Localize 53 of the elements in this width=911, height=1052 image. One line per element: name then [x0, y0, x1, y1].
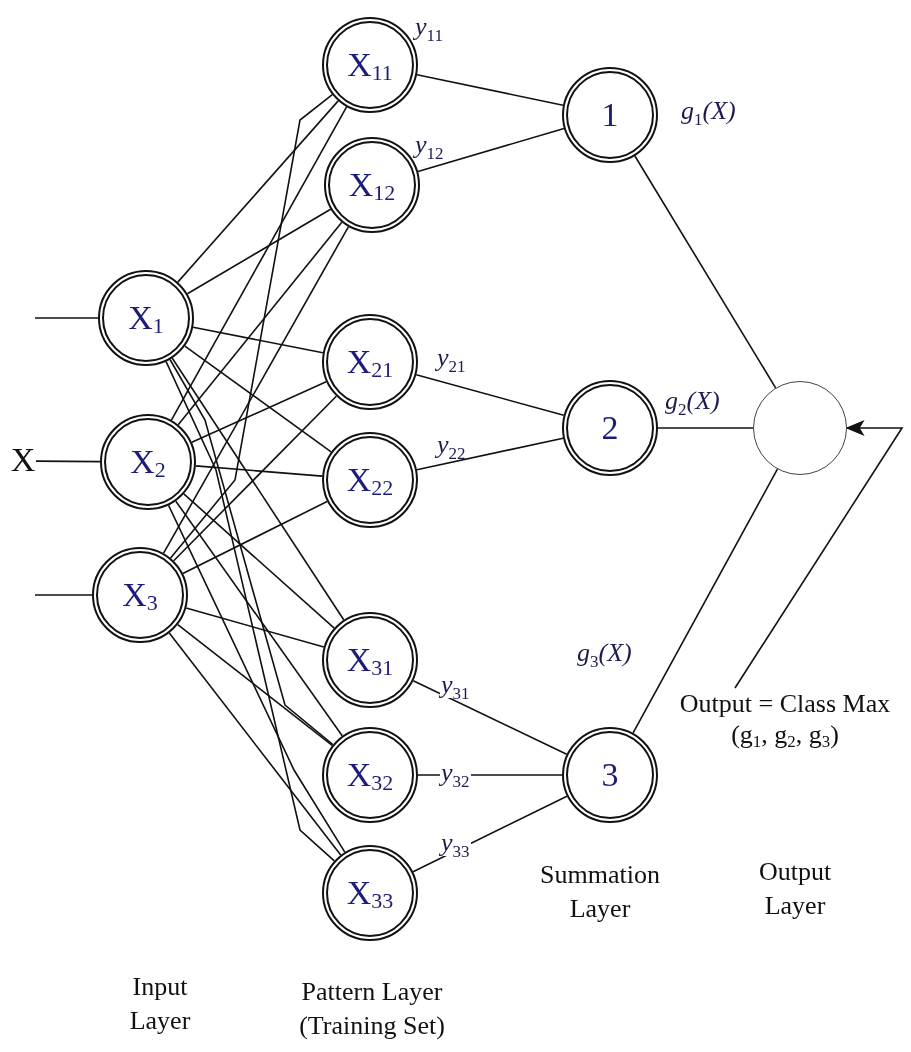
layer-caption: Input Layer	[128, 971, 192, 1037]
connection-line	[412, 679, 568, 756]
neuron-circle: X$_{33}$	[322, 845, 418, 941]
connection-line	[415, 373, 565, 417]
connection-line	[416, 437, 564, 471]
edge-label: g$_{3}$(X)	[576, 640, 633, 666]
connection-line	[634, 155, 777, 389]
input-symbol: X	[10, 440, 36, 481]
connection-line	[183, 493, 335, 629]
neuron-circle: X$_{3}$	[92, 547, 188, 643]
arrow	[734, 420, 904, 689]
connection-line	[34, 317, 99, 319]
connection-line	[177, 100, 339, 283]
connection-line	[177, 221, 343, 426]
neuron-circle: X$_{21}$	[322, 314, 418, 410]
layer-caption: Summation Layer	[539, 859, 661, 925]
neuron-circle: 1	[562, 67, 658, 163]
connection-line	[169, 358, 334, 746]
neuron-circle: X$_{1}$	[98, 270, 194, 366]
neuron-circle: X$_{2}$	[100, 414, 196, 510]
connection-line	[34, 594, 93, 596]
connection-line	[632, 468, 779, 734]
connection-line	[184, 345, 332, 453]
neuron-circle: X$_{31}$	[322, 612, 418, 708]
connection-line	[416, 74, 564, 106]
connection-line	[169, 93, 334, 559]
layer-caption: Output Layer	[757, 856, 833, 922]
output-note: Output = Class Max (g$_{1}$, g$_{2}$, g$_{3}$)	[662, 688, 908, 751]
connection-line	[185, 607, 325, 648]
layer-caption: Pattern Layer (Training Set)	[298, 976, 446, 1042]
connection-line	[167, 504, 346, 853]
neuron-circle: X$_{22}$	[322, 432, 418, 528]
neuron-circle: X$_{32}$	[322, 727, 418, 823]
connection-line	[186, 208, 332, 295]
connection-line	[417, 127, 565, 173]
connection-line	[177, 623, 333, 747]
neuron-circle: 3	[562, 727, 658, 823]
connection-line	[165, 360, 336, 862]
neuron-circle: 2	[562, 380, 658, 476]
edge-label: g$_{1}$(X)	[680, 98, 737, 124]
connection-line	[172, 395, 338, 562]
connection-line	[170, 106, 348, 421]
connection-line	[162, 226, 350, 554]
connection-line	[35, 460, 101, 463]
connection-line	[182, 500, 328, 575]
connection-line	[175, 500, 343, 737]
connection-line	[195, 465, 323, 477]
connection-line	[171, 357, 345, 621]
connection-line	[192, 326, 324, 354]
connection-line	[657, 427, 754, 429]
connection-line	[168, 632, 342, 856]
edge-label: g$_{2}$(X)	[664, 388, 721, 414]
connection-line	[191, 380, 327, 444]
